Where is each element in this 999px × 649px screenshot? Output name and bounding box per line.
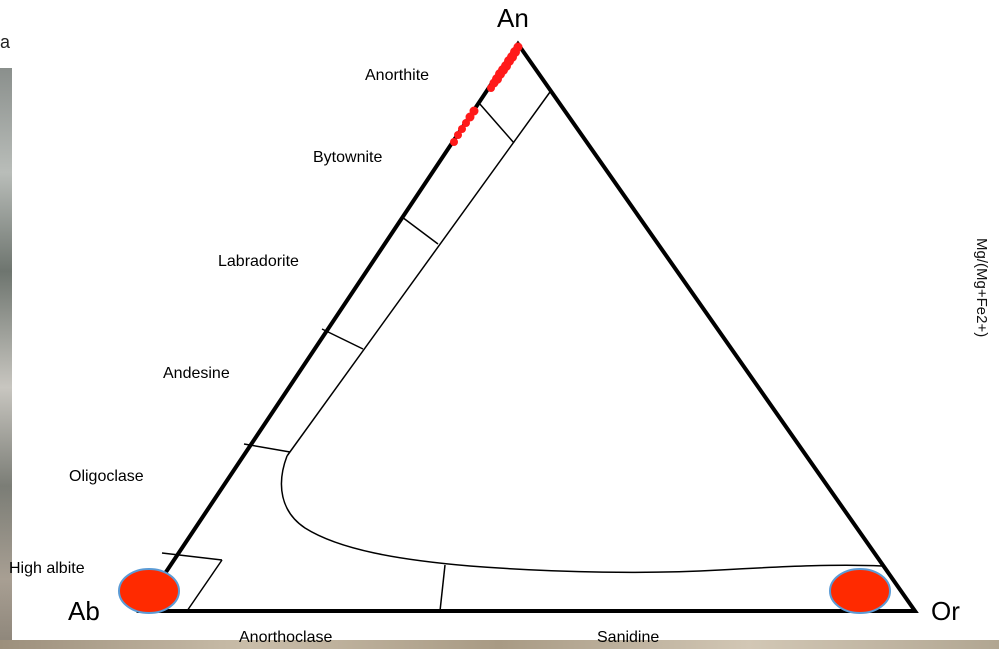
- data-point: [487, 84, 495, 92]
- solvus-curve: [281, 456, 882, 572]
- field-label-labradorite: Labradorite: [218, 253, 299, 270]
- ternary-triangle: [140, 44, 915, 611]
- plagioclase-boundary-line: [287, 92, 550, 456]
- anorthoclase-sanidine-divider: [440, 565, 445, 611]
- field-label-high-albite: High albite: [9, 560, 85, 577]
- data-point: [450, 138, 458, 146]
- data-point: [454, 131, 462, 139]
- apex-label-an: An: [497, 3, 529, 33]
- orthoclase-marker: [830, 569, 890, 613]
- apex-label-ab: Ab: [68, 596, 100, 626]
- field-label-anorthite: Anorthite: [365, 67, 429, 84]
- albite-anorthoclase-boundary: [187, 560, 222, 611]
- labradorite-andesine-divider: [322, 329, 363, 349]
- oligoclase-albite-divider: [162, 553, 222, 560]
- field-label-andesine: Andesine: [163, 365, 230, 382]
- albite-marker: [119, 569, 179, 613]
- field-label-bytownite: Bytownite: [313, 149, 382, 166]
- field-label-sanidine: Sanidine: [597, 629, 659, 646]
- anorthite-bytownite-divider: [479, 103, 514, 143]
- apex-label-or: Or: [931, 596, 960, 626]
- field-label-oligoclase: Oligoclase: [69, 468, 144, 485]
- field-label-anorthoclase: Anorthoclase: [239, 629, 332, 646]
- bytownite-labradorite-divider: [402, 217, 438, 244]
